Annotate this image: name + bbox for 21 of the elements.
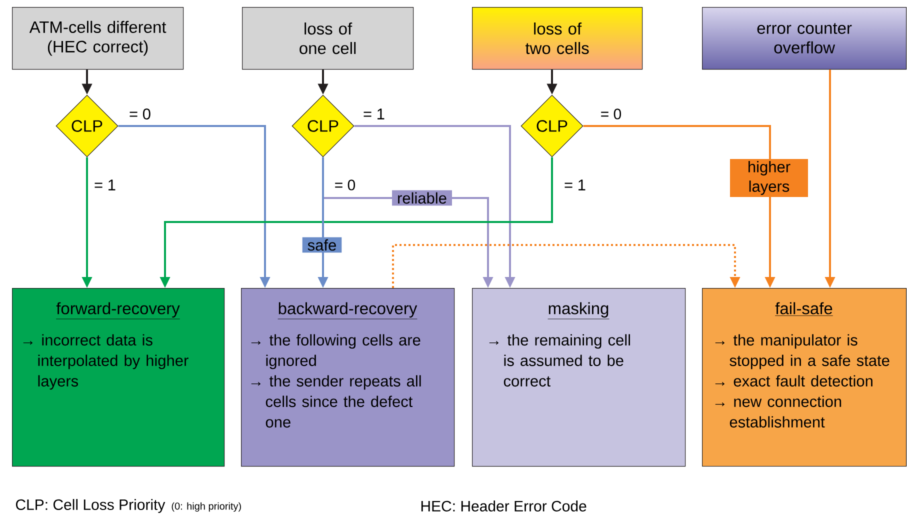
condition-box: ATM-cells different (HEC correct)	[12, 7, 184, 70]
branch-label: = 0	[335, 180, 356, 190]
footnote: CLP: Cell Loss Priority	[16, 499, 166, 513]
edge-label: = 0	[128, 108, 152, 120]
outcome-box: forward-recovery → incorrect data is interpolated by higher layers	[12, 288, 225, 467]
arrow	[392, 244, 740, 288]
condition-box: loss of one cell	[242, 7, 414, 70]
outcome-box: masking → the remaining cell is assumed to be correct	[472, 288, 686, 467]
outcome-box: backward-recovery → the following cells are ignored → the sender repeats all cells since the defect one	[241, 288, 455, 467]
branch-label: = 0	[601, 108, 622, 120]
edge-label: reliable	[392, 190, 452, 206]
outcome-box: fail-safe → the manipulator is stopped in a safe state → exact fault detection → new connection establishment	[702, 288, 907, 467]
footnote: HEC: Header Error Code	[421, 500, 586, 512]
edge-label: = 1	[362, 108, 386, 120]
condition-box: loss of two cells	[472, 7, 643, 70]
edge-label: higher layers	[730, 159, 808, 197]
edge-label: safe	[302, 237, 342, 253]
edge-label: = 1	[563, 178, 587, 192]
edge-label: = 1	[93, 178, 117, 192]
footnote: (0: high priority)	[172, 502, 241, 512]
condition-box: error counter overflow	[702, 7, 907, 70]
